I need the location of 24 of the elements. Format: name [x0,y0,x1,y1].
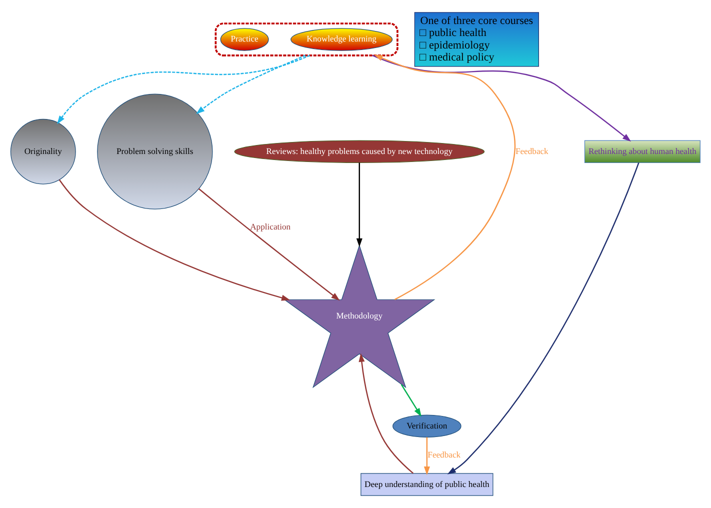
arrow [447,162,640,474]
arrow [424,437,430,476]
arrow [57,54,310,124]
cluster [214,22,398,56]
node-box: Rethinking about human health [584,140,700,163]
node-ellipse: Verification [392,414,462,438]
node-box: One of three core courses □ public health □ epidemiology □ medical policy [414,12,539,67]
arrow [400,384,422,417]
arrow [198,188,340,301]
arrow [356,162,362,248]
arrow [196,54,306,114]
edge-label: Application [250,221,291,232]
node-circle: Problem solving skills [97,94,213,210]
edge-label: Feedback [515,146,548,156]
arrow [374,54,516,300]
node-ellipse: Practice [220,28,269,51]
node-ellipse: Reviews: healthy problems caused by new technology [234,140,485,163]
arrow [58,179,290,301]
arrow [358,353,414,474]
node-ellipse: Knowledge learning [290,28,393,51]
node-box: Deep understanding of public health [360,473,494,496]
node-circle: Originality [10,118,76,184]
arrow [372,54,632,142]
edge-label: Feedback [428,450,461,460]
